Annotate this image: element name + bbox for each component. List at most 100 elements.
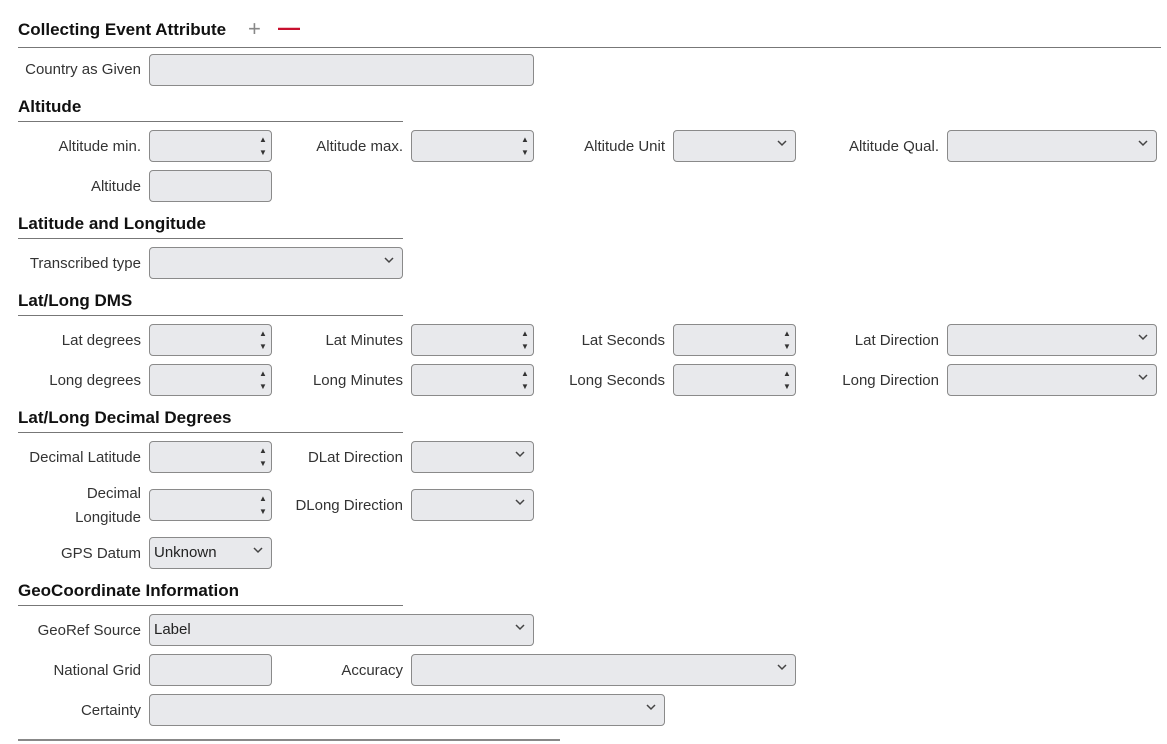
- altitude-unit-select[interactable]: [673, 130, 796, 162]
- georef-source-value: Label: [154, 621, 191, 638]
- spin-up-icon[interactable]: ▲: [259, 329, 267, 338]
- spin-up-icon[interactable]: ▲: [783, 329, 791, 338]
- chevron-down-icon: [515, 499, 525, 506]
- spinner[interactable]: ▲▼: [781, 367, 793, 393]
- chevron-down-icon: [1138, 140, 1148, 147]
- spinner[interactable]: ▲▼: [519, 327, 531, 353]
- spin-down-icon[interactable]: ▼: [783, 342, 791, 351]
- certainty-label: Certainty: [80, 702, 141, 719]
- altitude-max-input[interactable]: ▲▼: [411, 130, 534, 162]
- accuracy-select[interactable]: [411, 654, 796, 686]
- chevron-down-icon: [777, 664, 787, 671]
- gps-datum-label: GPS Datum: [60, 545, 141, 562]
- long-seconds-input[interactable]: ▲▼: [673, 364, 796, 396]
- altitude-max-label: Altitude max.: [316, 138, 403, 155]
- footer-divider: [18, 739, 560, 741]
- altitude-heading: Altitude: [18, 97, 82, 116]
- altitude-qual-label: Altitude Qual.: [848, 138, 939, 155]
- transcribed-type-label: Transcribed type: [29, 255, 141, 272]
- long-direction-label: Long Direction: [842, 372, 939, 389]
- lat-direction-label: Lat Direction: [854, 332, 939, 349]
- spinner[interactable]: ▲▼: [519, 367, 531, 393]
- long-minutes-input[interactable]: ▲▼: [411, 364, 534, 396]
- dlat-direction-select[interactable]: [411, 441, 534, 473]
- chevron-down-icon: [646, 704, 656, 711]
- spin-down-icon[interactable]: ▼: [521, 342, 529, 351]
- lat-degrees-label: Lat degrees: [61, 332, 141, 349]
- long-degrees-input[interactable]: ▲▼: [149, 364, 272, 396]
- spin-up-icon[interactable]: ▲: [783, 369, 791, 378]
- geo-heading: GeoCoordinate Information: [18, 581, 239, 600]
- spin-down-icon[interactable]: ▼: [259, 148, 267, 157]
- spin-up-icon[interactable]: ▲: [521, 135, 529, 144]
- long-seconds-label: Long Seconds: [569, 372, 665, 389]
- chevron-down-icon: [777, 140, 787, 147]
- spinner[interactable]: ▲▼: [257, 492, 269, 518]
- dlong-direction-label: DLong Direction: [295, 497, 403, 514]
- lat-degrees-input[interactable]: ▲▼: [149, 324, 272, 356]
- spinner[interactable]: ▲▼: [519, 133, 531, 159]
- national-grid-input[interactable]: [149, 654, 272, 686]
- spin-up-icon[interactable]: ▲: [259, 135, 267, 144]
- lat-minutes-label: Lat Minutes: [325, 332, 403, 349]
- altitude-min-input[interactable]: ▲▼: [149, 130, 272, 162]
- altitude-label: Altitude: [90, 178, 141, 195]
- decimal-longitude-input[interactable]: ▲▼: [149, 489, 272, 521]
- spin-down-icon[interactable]: ▼: [259, 342, 267, 351]
- dlat-direction-label: DLat Direction: [307, 449, 403, 466]
- gps-datum-select[interactable]: Unknown: [149, 537, 272, 569]
- decimal-latitude-input[interactable]: ▲▼: [149, 441, 272, 473]
- decimal-latitude-label: Decimal Latitude: [29, 449, 141, 466]
- spin-up-icon[interactable]: ▲: [521, 329, 529, 338]
- geo-divider: [18, 605, 403, 606]
- altitude-divider: [18, 121, 403, 122]
- decimal-divider: [18, 432, 403, 433]
- spin-down-icon[interactable]: ▼: [521, 148, 529, 157]
- certainty-select[interactable]: [149, 694, 665, 726]
- add-icon[interactable]: +: [248, 16, 261, 41]
- dms-heading: Lat/Long DMS: [18, 291, 133, 310]
- chevron-down-icon: [1138, 334, 1148, 341]
- decimal-longitude-label-line2: Longitude: [75, 509, 141, 526]
- decimal-heading: Lat/Long Decimal Degrees: [18, 408, 232, 427]
- remove-icon[interactable]: —: [278, 15, 300, 40]
- chevron-down-icon: [253, 547, 263, 554]
- long-direction-select[interactable]: [947, 364, 1157, 396]
- dlong-direction-select[interactable]: [411, 489, 534, 521]
- accuracy-label: Accuracy: [341, 662, 403, 679]
- spinner[interactable]: ▲▼: [781, 327, 793, 353]
- spin-down-icon[interactable]: ▼: [259, 382, 267, 391]
- altitude-unit-label: Altitude Unit: [584, 138, 665, 155]
- spin-down-icon[interactable]: ▼: [259, 507, 267, 516]
- altitude-input[interactable]: [149, 170, 272, 202]
- spin-up-icon[interactable]: ▲: [259, 494, 267, 503]
- dms-divider: [18, 315, 403, 316]
- transcribed-type-select[interactable]: [149, 247, 403, 279]
- lat-direction-select[interactable]: [947, 324, 1157, 356]
- country-input[interactable]: [149, 54, 534, 86]
- spin-down-icon[interactable]: ▼: [259, 459, 267, 468]
- altitude-min-label: Altitude min.: [58, 138, 141, 155]
- latlong-divider: [18, 238, 403, 239]
- national-grid-label: National Grid: [53, 662, 141, 679]
- header-divider: [18, 47, 1161, 48]
- spin-up-icon[interactable]: ▲: [259, 446, 267, 455]
- decimal-longitude-label-line1: Decimal: [86, 485, 141, 502]
- spinner[interactable]: ▲▼: [257, 367, 269, 393]
- spin-up-icon[interactable]: ▲: [259, 369, 267, 378]
- spin-down-icon[interactable]: ▼: [521, 382, 529, 391]
- long-minutes-label: Long Minutes: [312, 372, 403, 389]
- spinner[interactable]: ▲▼: [257, 133, 269, 159]
- spin-down-icon[interactable]: ▼: [783, 382, 791, 391]
- spinner[interactable]: ▲▼: [257, 444, 269, 470]
- spin-up-icon[interactable]: ▲: [521, 369, 529, 378]
- altitude-qual-select[interactable]: [947, 130, 1157, 162]
- lat-seconds-input[interactable]: ▲▼: [673, 324, 796, 356]
- georef-source-label: GeoRef Source: [37, 622, 141, 639]
- georef-source-select[interactable]: Label: [149, 614, 534, 646]
- chevron-down-icon: [515, 451, 525, 458]
- chevron-down-icon: [515, 624, 525, 631]
- long-degrees-label: Long degrees: [49, 372, 141, 389]
- lat-minutes-input[interactable]: ▲▼: [411, 324, 534, 356]
- spinner[interactable]: ▲▼: [257, 327, 269, 353]
